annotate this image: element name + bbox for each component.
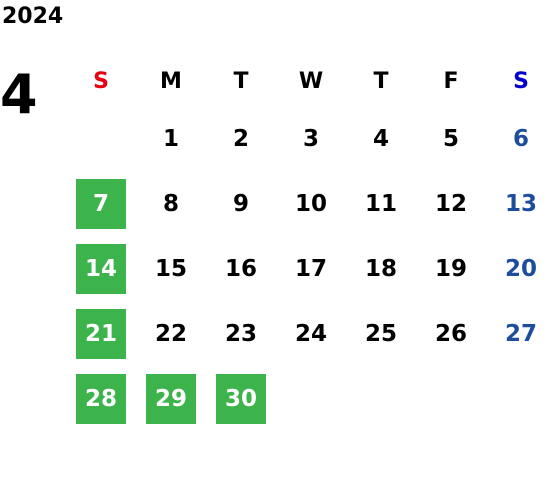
day-number: 18 — [364, 255, 397, 282]
weekday-header-mon: M — [160, 68, 182, 94]
day-number: 20 — [504, 255, 537, 282]
day-number — [286, 374, 336, 424]
day-number: 22 — [154, 320, 187, 347]
day-number: 6 — [512, 125, 529, 152]
day-cell: 19 — [416, 236, 486, 301]
day-cell: 10 — [276, 171, 346, 236]
day-number: 15 — [154, 255, 187, 282]
day-cell: 29 — [136, 366, 206, 431]
calendar-year: 2024 — [2, 4, 64, 29]
day-cell: 11 — [346, 171, 416, 236]
day-cell: 28 — [66, 366, 136, 431]
weekday-header-wed: W — [298, 68, 324, 94]
day-number: 27 — [504, 320, 537, 347]
day-number: 5 — [442, 125, 459, 152]
day-number: 13 — [504, 190, 537, 217]
day-cell: 17 — [276, 236, 346, 301]
day-cell: 5 — [416, 106, 486, 171]
day-number: 25 — [364, 320, 397, 347]
day-number: 12 — [434, 190, 467, 217]
day-cell: 12 — [416, 171, 486, 236]
day-cell: 9 — [206, 171, 276, 236]
day-cell: 24 — [276, 301, 346, 366]
day-number: 9 — [232, 190, 249, 217]
weekday-header-fri: F — [443, 68, 459, 94]
day-cell: 20 — [486, 236, 548, 301]
highlighted-day-number: 21 — [76, 308, 126, 359]
day-cell: 25 — [346, 301, 416, 366]
weekday-header-thu: T — [373, 68, 389, 94]
day-cell: 22 — [136, 301, 206, 366]
day-cell: 18 — [346, 236, 416, 301]
day-number — [76, 114, 126, 164]
day-number: 26 — [434, 320, 467, 347]
highlighted-day-number: 30 — [216, 373, 266, 424]
day-number — [426, 374, 476, 424]
day-number: 2 — [232, 125, 249, 152]
day-number: 4 — [372, 125, 389, 152]
weekday-header-sat: S — [513, 68, 529, 94]
day-number: 19 — [434, 255, 467, 282]
day-cell: 16 — [206, 236, 276, 301]
empty-cell — [346, 366, 416, 431]
highlighted-day-number: 7 — [76, 178, 126, 229]
day-number: 8 — [162, 190, 179, 217]
day-number: 10 — [294, 190, 327, 217]
day-cell: 2 — [206, 106, 276, 171]
day-number: 16 — [224, 255, 257, 282]
day-cell: 13 — [486, 171, 548, 236]
calendar-month: 4 — [0, 63, 38, 126]
highlighted-day-number: 29 — [146, 373, 196, 424]
highlighted-day-number: 14 — [76, 243, 126, 294]
day-cell: 6 — [486, 106, 548, 171]
day-cell: 23 — [206, 301, 276, 366]
empty-cell — [416, 366, 486, 431]
day-cell: 30 — [206, 366, 276, 431]
day-cell: 21 — [66, 301, 136, 366]
day-cell: 3 — [276, 106, 346, 171]
day-cell: 14 — [66, 236, 136, 301]
day-cell: 27 — [486, 301, 548, 366]
day-cell: 8 — [136, 171, 206, 236]
weekday-header-sun: S — [93, 68, 109, 94]
empty-cell — [486, 366, 548, 431]
day-number: 3 — [302, 125, 319, 152]
day-number: 23 — [224, 320, 257, 347]
day-number: 24 — [294, 320, 327, 347]
day-cell: 7 — [66, 171, 136, 236]
day-cell: 15 — [136, 236, 206, 301]
weekday-header-tue: T — [233, 68, 249, 94]
day-number — [496, 374, 546, 424]
day-number — [356, 374, 406, 424]
day-cell: 26 — [416, 301, 486, 366]
empty-cell — [66, 106, 136, 171]
highlighted-day-number: 28 — [76, 373, 126, 424]
empty-cell — [276, 366, 346, 431]
day-number: 11 — [364, 190, 397, 217]
day-number: 1 — [162, 125, 179, 152]
day-number: 17 — [294, 255, 327, 282]
day-cell: 1 — [136, 106, 206, 171]
day-cell: 4 — [346, 106, 416, 171]
